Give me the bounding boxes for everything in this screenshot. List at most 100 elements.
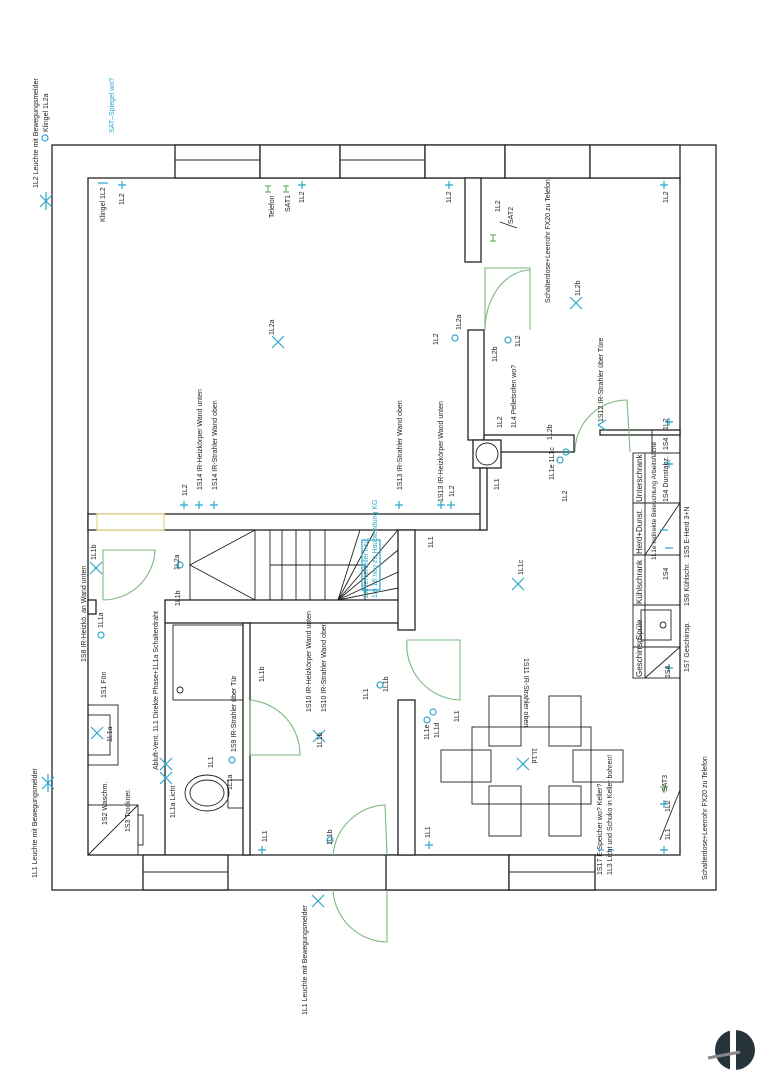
label: 1S4 — [663, 437, 670, 450]
label: 1L2 — [433, 333, 440, 345]
label: 1S10 IR-Strahler Wand oben — [321, 622, 328, 712]
label: 1S14 IR-Heizkörper Wand unten — [197, 389, 204, 490]
label: Zählerverteiler neu, — [363, 538, 370, 598]
label: 1L1c — [518, 559, 525, 575]
label: 1L1 — [665, 828, 672, 840]
label: 1L2 — [495, 200, 502, 212]
label: 1L2b — [575, 280, 582, 296]
label: 1L1e — [424, 724, 431, 740]
label: 1L1 — [494, 478, 501, 490]
label: 1S4 — [663, 567, 670, 580]
label: 1S1 Fön — [101, 671, 108, 698]
windows-bottom — [142, 854, 596, 891]
label: SAT1 — [285, 195, 292, 212]
label: 1L2 — [449, 485, 456, 497]
bathroom-fixtures — [87, 624, 244, 856]
label: 1L1 Leuchte mit Bewegungsmelder — [302, 905, 309, 1015]
label: 1L2a — [174, 554, 181, 570]
label: 1L2 — [182, 484, 189, 496]
label: 1L1d — [530, 748, 537, 764]
label: 1S11 IR-Strahler oben — [522, 658, 529, 727]
label: 1S4 — [665, 665, 672, 678]
label: 1S14 IR-Strahler Wand oben — [212, 400, 219, 490]
kitchen-label: Spüle — [635, 619, 644, 640]
label: SAT–Spiegel wo? — [109, 78, 116, 133]
label: Schalterdose+Leerrohr FX20 zu Telefon — [702, 756, 709, 880]
label: 1L2b — [492, 346, 499, 362]
kitchen-label: Geschirrsp. — [635, 636, 644, 677]
label: SAT2 — [508, 207, 515, 224]
label: Schalterdose+Leerrohr FX20 zu Telefon — [545, 179, 552, 303]
label: 1L1 Leuchte mit Bewegungsmelder — [32, 768, 39, 878]
label: 1S5 E-Herd 3+N — [684, 506, 691, 558]
label: 1L2a — [269, 319, 276, 335]
label: 1L2a — [456, 314, 463, 330]
label: 1L1a — [227, 774, 234, 790]
label: 1L1 — [363, 688, 370, 700]
label: Klingel 1L2a — [43, 93, 50, 132]
label: 1L3 Licht und Schuko in Keller bohren! — [607, 755, 614, 875]
kitchen-label: Unterschrank — [635, 453, 644, 502]
label: 1S3 Trockner. — [125, 789, 132, 832]
label: 1L2 — [562, 490, 569, 502]
label: 1L1 — [425, 826, 432, 838]
label: 1L4 Pelletsofen wo? — [511, 365, 518, 428]
label: 1L1b — [327, 829, 334, 845]
label: 1L2 — [663, 418, 670, 430]
kitchen-counter — [632, 429, 681, 679]
kitchen-label: Herd+Dunst. — [635, 509, 644, 554]
doorbell-icon — [41, 134, 49, 142]
label: 1L1d — [434, 722, 441, 738]
label: 1L1e 1L1c — [549, 447, 556, 480]
label: 1L2 — [515, 335, 522, 347]
label: 1L2 — [119, 193, 126, 205]
label: 1L2 — [663, 191, 670, 203]
windows-top — [174, 144, 681, 179]
label: Klingel 1L2 — [100, 187, 107, 222]
label: 1S10 IR-Heizkörper Wand unten — [306, 611, 313, 712]
label: 1S7 Geschirrsp. — [684, 622, 691, 672]
label: 1S13 IR-Heizkörper Wand unten — [438, 401, 445, 502]
label: 1L2 — [497, 416, 504, 428]
label: 1L1 — [454, 710, 461, 722]
doors — [102, 267, 631, 943]
label: 1L1b — [259, 666, 266, 682]
label: 1L1b — [383, 676, 390, 692]
label: 1S17 E-Speicher wo? Keller? — [597, 783, 604, 875]
label: 1S6 Kühlschr. — [684, 563, 691, 606]
label: 1L1b — [91, 544, 98, 560]
kitchen-labels: Unterschrank Herd+Dunst. Kühlschrank Spü… — [635, 453, 644, 677]
label: 1m 16 neu zu Hauptendung KG — [372, 500, 379, 598]
label: 1L1e Indirekte Beleuchtung Arbeitsfläche — [651, 441, 658, 560]
label: 1S12 IR-Strahler über Türe — [598, 338, 605, 422]
label: 1S4 Dunstabz. — [663, 456, 670, 502]
interior-walls — [87, 177, 681, 856]
outlet-switch-icons — [97, 181, 673, 854]
label: 1S2 Waschm. — [102, 782, 109, 825]
label: Abluft-Vent. 1L1 Direkte Phase+1L1a Scha… — [153, 611, 160, 770]
label: 1L1a — [107, 726, 114, 742]
label: 1L1a Licht — [170, 786, 177, 818]
label: 1L2 — [665, 800, 672, 812]
label: 1S8 IR-Heizkö. an Wand unten — [81, 566, 88, 662]
dining-table — [440, 695, 624, 837]
label: 1L2b — [547, 424, 554, 440]
label: SAT3 — [662, 775, 669, 792]
label: 1L2 — [299, 191, 306, 203]
label: 1L2 Leuchte mit Bewegungsmelder — [33, 78, 40, 188]
annotations: Klingel 1L2a SAT–Spiegel wo? 1L2 Leuchte… — [32, 78, 709, 1015]
kitchen-label: Kühlschrank — [635, 559, 644, 604]
logo-icon — [707, 1030, 755, 1070]
label: 1S13 IR-Strahler Wand oben — [397, 400, 404, 490]
label: 1L1a — [98, 612, 105, 628]
leader-line — [499, 221, 518, 229]
ceiling-light-icons — [39, 192, 583, 908]
label: 1S9 IR-Strahler über Tür — [231, 675, 238, 752]
staircase — [189, 529, 399, 601]
label: 1L1 — [428, 536, 435, 548]
label: 1L1 — [208, 756, 215, 768]
label: 1L1b — [317, 732, 324, 748]
label: Telefon — [269, 195, 276, 218]
leader-line — [659, 789, 681, 841]
